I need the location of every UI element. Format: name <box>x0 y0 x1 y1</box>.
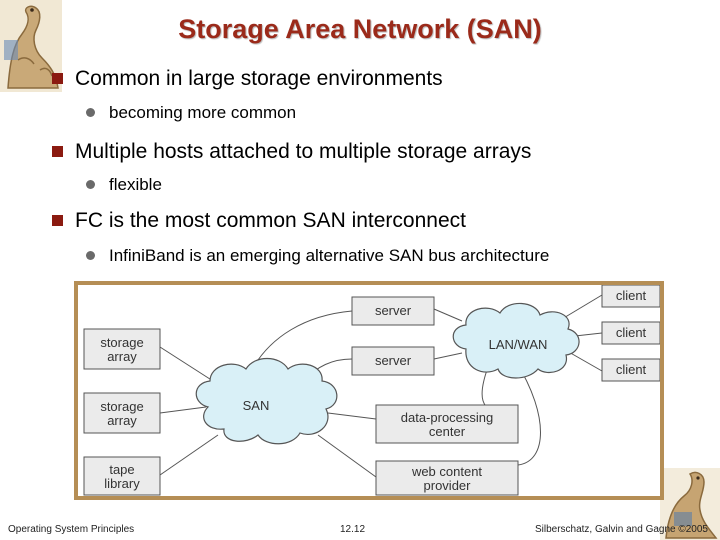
bullet-3: FC is the most common SAN interconnect <box>52 209 466 233</box>
subbullet-3-text: InfiniBand is an emerging alternative SA… <box>109 246 550 265</box>
san-cloud <box>195 357 338 445</box>
client-box: client <box>601 321 660 345</box>
bullet-2: Multiple hosts attached to multiple stor… <box>52 140 531 164</box>
lan-wan-label: LAN/WAN <box>489 337 548 352</box>
client-box: client <box>601 285 660 308</box>
subbullet-1: becoming more common <box>86 103 296 123</box>
diagram-frame <box>74 281 664 500</box>
subbullet-3: InfiniBand is an emerging alternative SA… <box>86 246 549 266</box>
square-bullet-icon <box>52 215 63 226</box>
bullet-1: Common in large storage environments <box>52 67 443 91</box>
san-label: SAN <box>243 398 270 413</box>
footer-copyright: Silberschatz, Galvin and Gagne ©2005 <box>534 524 708 535</box>
dinosaur-icon <box>660 468 720 540</box>
square-bullet-icon <box>52 146 63 157</box>
client-label: client <box>616 325 647 340</box>
round-bullet-icon <box>86 251 95 260</box>
lan-wan-cloud <box>452 302 580 379</box>
server-label: server <box>375 303 412 318</box>
slide-title: Storage Area Network (SAN) <box>178 14 542 44</box>
bullet-2-text: Multiple hosts attached to multiple stor… <box>75 140 532 163</box>
round-bullet-icon <box>86 108 95 117</box>
client-label: client <box>616 288 647 303</box>
bullet-1-text: Common in large storage environments <box>75 67 443 90</box>
server-box: server <box>351 296 435 326</box>
round-bullet-icon <box>86 180 95 189</box>
dinosaur-icon <box>0 0 62 92</box>
subbullet-1-text: becoming more common <box>109 103 297 122</box>
footer-page-number: 12.12 <box>340 524 366 535</box>
server-label: server <box>375 353 412 368</box>
square-bullet-icon <box>52 73 63 84</box>
footer-course: Operating System Principles <box>8 524 135 535</box>
server-box: server <box>351 346 435 376</box>
client-box: client <box>601 358 660 382</box>
bullet-3-text: FC is the most common SAN interconnect <box>75 209 466 232</box>
subbullet-2: flexible <box>86 175 162 195</box>
client-label: client <box>616 362 647 377</box>
subbullet-2-text: flexible <box>109 175 162 194</box>
